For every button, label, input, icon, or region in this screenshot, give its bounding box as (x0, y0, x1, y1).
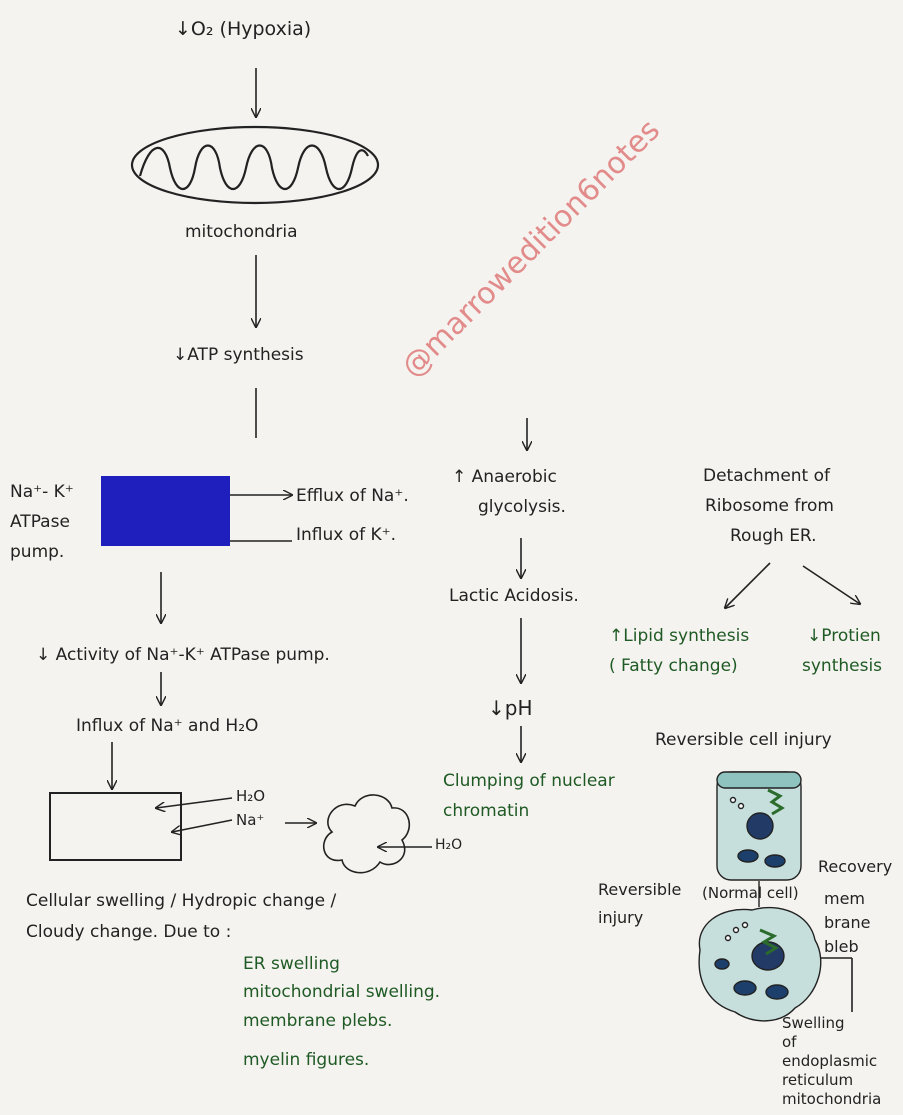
er-swelling-line-1: Swelling (782, 1014, 845, 1032)
reversible-title: Reversible cell injury (655, 730, 832, 750)
influx-label: Influx of K⁺. (296, 525, 396, 545)
glycolysis-line-2: glycolysis. (478, 497, 566, 517)
lipid-line-2: ( Fatty change) (609, 656, 738, 676)
h2o-label-1: H₂O (236, 787, 265, 805)
ribosome-line-2: Ribosome from (705, 496, 834, 516)
mitochondria-label: mitochondria (185, 222, 298, 242)
reversible-injury-line-2: injury (598, 908, 643, 927)
swollen-cell-drawing (324, 795, 410, 873)
clumping-line-2: chromatin (443, 801, 529, 821)
ph-label: ↓pH (488, 696, 533, 720)
efflux-label: Efflux of Na⁺. (296, 486, 409, 506)
injured-cell-drawing (699, 908, 821, 1021)
er-swelling-line-2: of (782, 1033, 796, 1051)
na-label: Na⁺ (236, 811, 264, 829)
protein-line-1: ↓Protien (807, 626, 881, 646)
pump-label-1: Na⁺- K⁺ (10, 482, 74, 502)
glycolysis-line-1: ↑ Anaerobic (452, 467, 557, 487)
recovery-label: Recovery (818, 857, 892, 876)
cell-box (49, 792, 182, 861)
cause-er-swelling: ER swelling (243, 954, 340, 974)
bleb-line-3: bleb (824, 937, 859, 956)
lipid-line-1: ↑Lipid synthesis (609, 626, 749, 646)
er-swelling-line-4: reticulum (782, 1071, 853, 1089)
influx-na-h2o-label: Influx of Na⁺ and H₂O (76, 716, 258, 736)
normal-cell-drawing (717, 772, 801, 880)
bleb-line-2: brane (824, 913, 871, 932)
er-swelling-line-5: mitochondria (782, 1090, 881, 1108)
cause-mito-swelling: mitochondrial swelling. (243, 982, 440, 1002)
clumping-line-1: Clumping of nuclear (443, 771, 615, 791)
na-k-pump-box (101, 476, 230, 546)
lactic-acidosis-label: Lactic Acidosis. (449, 586, 579, 606)
cause-membrane-blebs: membrane plebs. (243, 1011, 392, 1031)
reversible-injury-line-1: Reversible (598, 880, 681, 899)
bleb-line-1: mem (824, 889, 865, 908)
cause-myelin-figures: myelin figures. (243, 1050, 369, 1070)
swelling-line-1: Cellular swelling / Hydropic change / (26, 891, 336, 911)
activity-label: ↓ Activity of Na⁺-K⁺ ATPase pump. (36, 645, 330, 665)
ribosome-line-1: Detachment of (703, 466, 830, 486)
atp-synthesis-label: ↓ATP synthesis (173, 345, 304, 365)
hypoxia-label: ↓O₂ (Hypoxia) (175, 18, 311, 41)
pump-label-3: pump. (10, 542, 64, 562)
protein-line-2: synthesis (802, 656, 882, 676)
normal-cell-label: (Normal cell) (702, 884, 799, 902)
mitochondria-drawing (132, 127, 378, 203)
ribosome-line-3: Rough ER. (730, 526, 817, 546)
h2o-label-2: H₂O (435, 837, 462, 854)
pump-label-2: ATPase (10, 512, 70, 532)
swelling-line-2: Cloudy change. Due to : (26, 922, 231, 942)
er-swelling-line-3: endoplasmic (782, 1052, 877, 1070)
